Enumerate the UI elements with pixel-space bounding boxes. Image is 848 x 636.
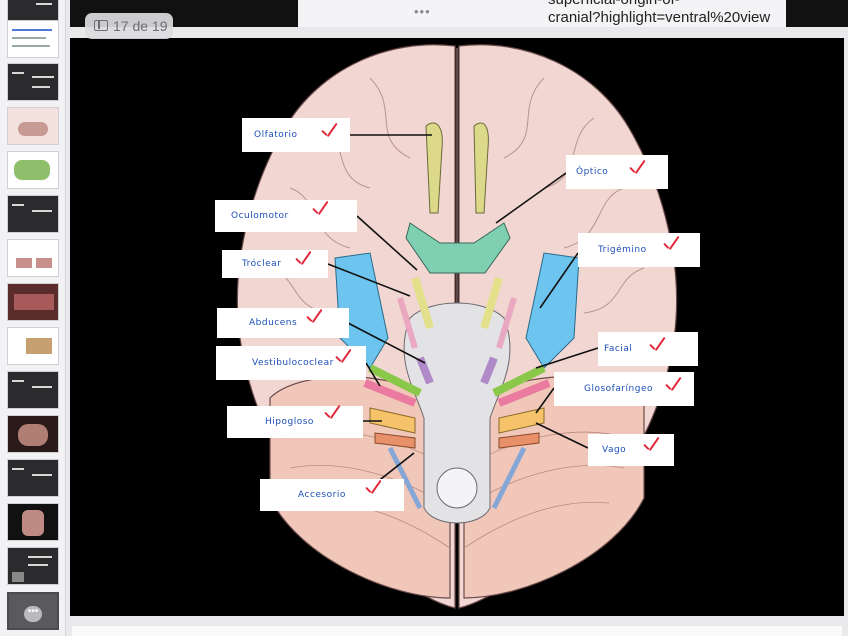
label-hipogloso: Hipogloso bbox=[227, 406, 363, 438]
label-oculomotor: Oculomotor bbox=[215, 200, 357, 232]
label-text: Oculomotor bbox=[231, 211, 289, 221]
olfactory-bulb-left bbox=[425, 122, 443, 214]
thumbnail-page[interactable] bbox=[7, 107, 59, 145]
trigeminal-right bbox=[525, 252, 580, 369]
red-checkmark-icon bbox=[648, 338, 666, 352]
label-abducens: Abducens bbox=[217, 308, 349, 338]
label-optico: Óptico bbox=[566, 155, 668, 189]
red-checkmark-icon bbox=[305, 310, 323, 324]
label-text: Óptico bbox=[576, 167, 609, 177]
label-text: Hipogloso bbox=[265, 417, 314, 427]
thumbnail-page[interactable] bbox=[7, 503, 59, 541]
label-text: Facial bbox=[604, 344, 633, 354]
red-checkmark-icon bbox=[642, 438, 660, 452]
label-vago: Vago bbox=[588, 434, 674, 466]
thumbnail-page[interactable] bbox=[7, 239, 59, 277]
previous-slide-url-card: ••• superficial-origin-of- cranial?highl… bbox=[298, 0, 786, 27]
thumbnail-page[interactable] bbox=[7, 283, 59, 321]
red-checkmark-icon bbox=[320, 124, 338, 138]
thumbnail-page[interactable] bbox=[7, 459, 59, 497]
label-troclear: Tróclear bbox=[222, 250, 328, 278]
label-trigemino: Trigémino bbox=[578, 233, 700, 267]
label-text: Olfatorio bbox=[254, 130, 298, 140]
thumbnail-page[interactable] bbox=[7, 415, 59, 453]
red-checkmark-icon bbox=[662, 237, 680, 251]
sidebar-icon[interactable] bbox=[94, 20, 108, 31]
thumbnail-page[interactable] bbox=[7, 20, 59, 58]
red-checkmark-icon bbox=[334, 350, 352, 364]
next-slide-edge bbox=[72, 626, 842, 636]
label-vestibulococlear: Vestibulococlear bbox=[216, 346, 366, 380]
url-text: superficial-origin-of- cranial?highlight… bbox=[548, 0, 770, 27]
label-text: Tróclear bbox=[242, 259, 282, 269]
thumbnail-page[interactable] bbox=[7, 327, 59, 365]
url-line-1: superficial-origin-of- bbox=[548, 0, 770, 9]
page-indicator-text: 17 de 19 bbox=[113, 18, 168, 34]
brain-ventral-diagram bbox=[236, 44, 678, 609]
label-facial: Facial bbox=[598, 332, 698, 366]
olfactory-bulb-right bbox=[473, 122, 489, 214]
spinal-cord-section bbox=[436, 467, 478, 509]
label-text: Trigémino bbox=[598, 245, 647, 255]
red-checkmark-icon bbox=[628, 161, 646, 175]
label-text: Accesorio bbox=[298, 490, 346, 500]
ellipsis-icon[interactable]: ••• bbox=[414, 4, 431, 19]
red-checkmark-icon bbox=[664, 378, 682, 392]
label-accesorio: Accesorio bbox=[260, 479, 404, 511]
thumbnail-page[interactable] bbox=[7, 371, 59, 409]
red-checkmark-icon bbox=[323, 406, 341, 420]
label-text: Vago bbox=[602, 445, 627, 455]
more-dots-icon[interactable]: ••• bbox=[24, 606, 42, 622]
url-line-2: cranial?highlight=ventral%20view bbox=[548, 9, 771, 26]
thumbnail-page[interactable] bbox=[7, 151, 59, 189]
label-text: Glosofaríngeo bbox=[584, 384, 654, 394]
previous-slide-edge-right bbox=[786, 0, 848, 27]
optic-chiasm bbox=[405, 222, 511, 274]
slide-canvas: Olfatorio Óptico Oculomotor Trigémino Tr… bbox=[70, 38, 844, 616]
red-checkmark-icon bbox=[294, 252, 312, 266]
red-checkmark-icon bbox=[311, 202, 329, 216]
label-text: Vestibulococlear bbox=[252, 358, 334, 368]
label-text: Abducens bbox=[249, 318, 298, 328]
thumbnail-sidebar: ••• bbox=[0, 0, 66, 636]
red-checkmark-icon bbox=[364, 481, 382, 495]
label-glosofaringeo: Glosofaríngeo bbox=[554, 372, 694, 406]
thumbnail-page[interactable] bbox=[7, 195, 59, 233]
thumbnail-page[interactable] bbox=[7, 63, 59, 101]
label-olfatorio: Olfatorio bbox=[242, 118, 350, 152]
page-indicator[interactable]: 17 de 19 bbox=[85, 13, 173, 39]
thumbnail-page[interactable] bbox=[7, 547, 59, 585]
